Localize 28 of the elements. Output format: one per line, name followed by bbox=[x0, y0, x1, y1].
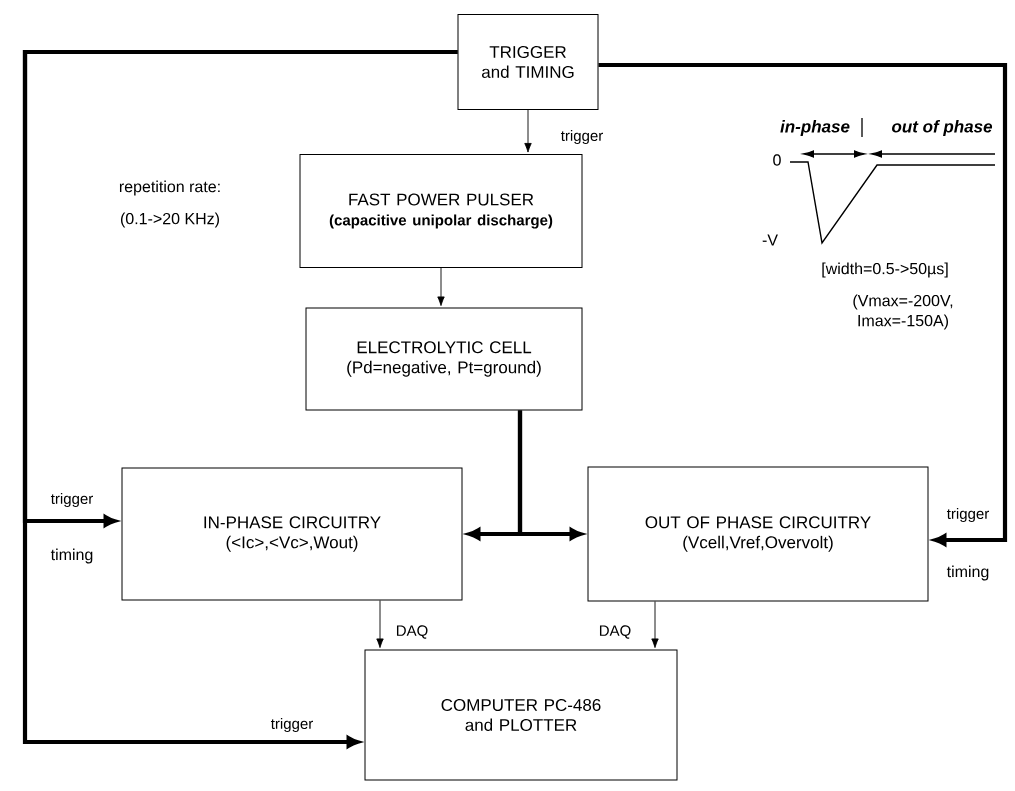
arrow bbox=[598, 62, 1008, 546]
block-box: TRIGGER and TIMING bbox=[457, 14, 599, 110]
edge-label: trigger bbox=[945, 507, 991, 523]
annotation-text: out of phase bbox=[892, 120, 993, 136]
annotation-text: 0 bbox=[773, 154, 781, 166]
block-box: IN-PHASE CIRCUITRY (<Ic>,<Vc>,Wout) bbox=[121, 467, 463, 601]
block-box: COMPUTER PC-486 and PLOTTER bbox=[364, 649, 678, 781]
annotation-text: in-phase bbox=[780, 120, 850, 136]
edge-label: trigger bbox=[559, 129, 605, 145]
block-box: FAST POWER PULSER (capacitive unipolar discharge) bbox=[299, 154, 583, 268]
annotation-text: [width=0.5->50µs] bbox=[822, 262, 948, 278]
annotation-text: (Vmax=-200V, Imax=-150A) bbox=[853, 294, 953, 330]
edge-label: trigger bbox=[49, 492, 95, 508]
arrow bbox=[651, 601, 659, 649]
block-box: ELECTROLYTIC CELL (Pd=negative, Pt=ground) bbox=[305, 307, 583, 411]
annotation-text: repetition rate: bbox=[119, 180, 220, 196]
annotation-text: -V bbox=[762, 234, 778, 246]
edge-label: DAQ bbox=[597, 624, 633, 640]
block-box: OUT OF PHASE CIRCUITRY (Vcell,Vref,Overvolt) bbox=[587, 466, 929, 602]
edge-label: DAQ bbox=[394, 624, 430, 640]
annotation-text: timing bbox=[50, 548, 93, 564]
edge-label: trigger bbox=[269, 717, 315, 733]
arrow bbox=[524, 109, 532, 153]
arrow bbox=[22, 49, 458, 748]
annotation-text: (0.1->20 KHz) bbox=[120, 212, 219, 228]
annotation-text: timing bbox=[946, 565, 989, 581]
arrow bbox=[376, 600, 384, 649]
arrow bbox=[437, 267, 445, 306]
